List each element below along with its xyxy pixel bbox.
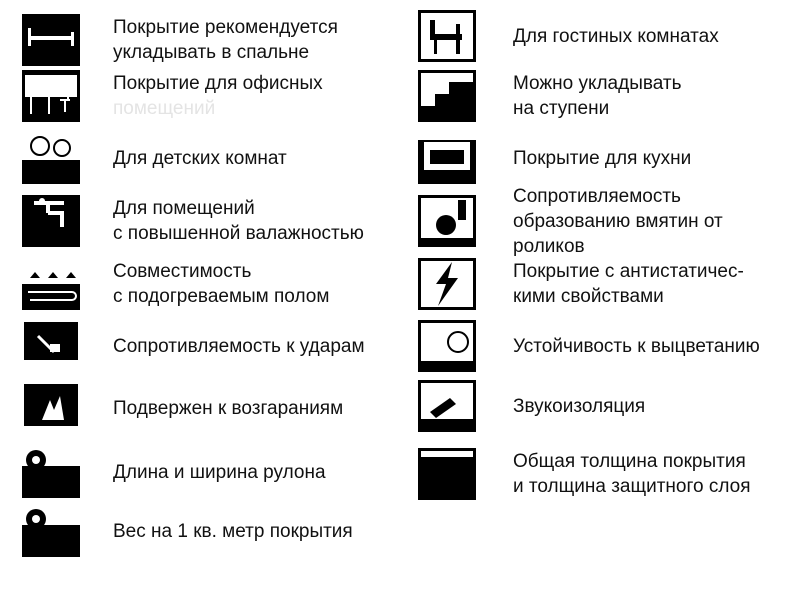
legend-label-line: Длина и ширина рулона [113,461,326,483]
legend-label: Покрытие для офисных помещений [113,71,323,121]
office-desk-icon [22,70,80,122]
legend-label-line: Общая толщина покрытия [513,451,746,472]
hammer-icon [22,320,80,372]
fire-icon [22,382,80,434]
legend-label-line: помещений [113,98,216,119]
legend-label-line: Подвержен к возгараниям [113,397,344,419]
legend-label-line: Можно укладывать [513,73,682,94]
legend-label: Длина и ширина рулона [113,460,326,485]
legend-label-line: Для помещений [113,198,255,219]
roll-icon [22,446,80,498]
sun-icon [418,320,476,372]
stove-icon [418,132,476,184]
legend-label: Звукоизоляция [513,394,645,419]
legend-label-line: Сопротивляемость [513,185,681,207]
legend-label: Общая толщина покрытия и толщина защитног… [513,449,751,499]
sound-icon [418,380,476,432]
legend-label-line: Вес на 1 кв. метр покрытия [113,520,353,542]
legend-label-line: с подогреваемым полом [113,286,330,307]
stairs-icon [418,70,476,122]
caster-wheel-icon [418,195,476,247]
legend-label-line: Для гостиных комнатах [513,25,719,47]
floor-heating-icon [22,258,80,310]
legend-label-line: с повышенной валажностью [113,223,364,244]
legend-label: Сопротивляемость образованию вмятин от рол… [513,184,723,259]
legend-label: Устойчивость к выцветанию [513,334,760,359]
legend-label: Для гостиных комнатах [513,24,719,49]
legend-label: Подвержен к возгараниям [113,396,343,421]
legend-label: Покрытие с антистатичес-кими свойствами [513,259,744,309]
legend-label-line: Совместимость [113,261,252,282]
thickness-icon [418,448,476,500]
armchair-icon [418,10,476,62]
legend-label-line: Покрытие рекомендуется [113,17,338,38]
legend-label: Для помещений с повышенной валажностью [113,196,364,246]
legend-label-line: на ступени [513,98,610,119]
legend-label-line: Устойчивость к выцветанию [513,335,760,357]
antistatic-icon [418,258,476,310]
legend-label-line: Покрытие с антистатичес- [513,261,744,282]
legend-label-line: образованию вмятин от [513,210,723,232]
legend-label-line: Сопротивляемость к ударам [113,335,365,357]
bed-icon [22,14,80,66]
legend-label-line: Покрытие для кухни [513,147,692,169]
legend-label: Совместимость с подогреваемым полом [113,259,329,309]
water-tap-icon [22,195,80,247]
legend-label: Для детских комнат [113,146,287,171]
legend-label: Вес на 1 кв. метр покрытия [113,519,353,544]
legend-label-line: Звукоизоляция [513,395,646,417]
legend-label-line: укладывать в спальне [113,42,310,63]
legend-label-line: Для детских комнат [113,147,287,169]
legend-label-line: роликов [513,235,585,257]
toy-bear-icon [22,132,80,184]
legend-label: Можно укладывать на ступени [513,71,682,121]
legend-label-line: и толщина защитного слоя [513,476,751,497]
legend-label: Сопротивляемость к ударам [113,334,365,359]
legend-label-line: кими свойствами [513,286,664,307]
legend-label: Покрытие для кухни [513,146,691,171]
roll-weight-icon [22,505,80,557]
legend-label: Покрытие рекомендуется укладывать в спаль… [113,15,338,65]
legend-label-line: Покрытие для офисных [113,73,323,94]
